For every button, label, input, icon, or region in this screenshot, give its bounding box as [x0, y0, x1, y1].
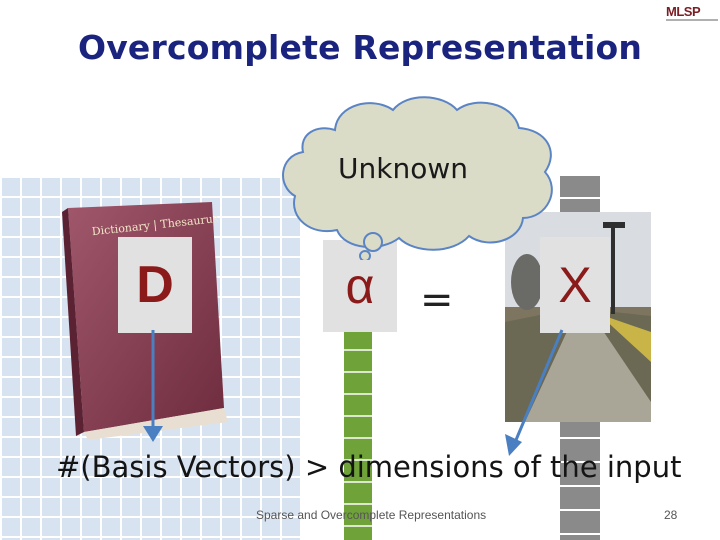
- unknown-label: Unknown: [338, 152, 468, 185]
- input-label: X: [540, 237, 610, 333]
- logo-underline: [666, 19, 718, 21]
- coefficient-vector: [344, 330, 372, 540]
- thought-cloud: [282, 96, 553, 260]
- footer-text: Sparse and Overcomplete Representations: [256, 508, 487, 522]
- page-number: 28: [664, 508, 678, 522]
- dictionary-label: D: [118, 237, 192, 333]
- slide-title: Overcomplete Representation: [77, 28, 643, 67]
- alpha-label: α: [323, 240, 397, 332]
- equals-sign: =: [420, 277, 454, 323]
- caption-text: #(Basis Vectors) > dimensions of the inp…: [56, 450, 682, 484]
- logo-text: MLSP: [666, 4, 701, 19]
- mlsp-logo: MLSP: [666, 4, 718, 26]
